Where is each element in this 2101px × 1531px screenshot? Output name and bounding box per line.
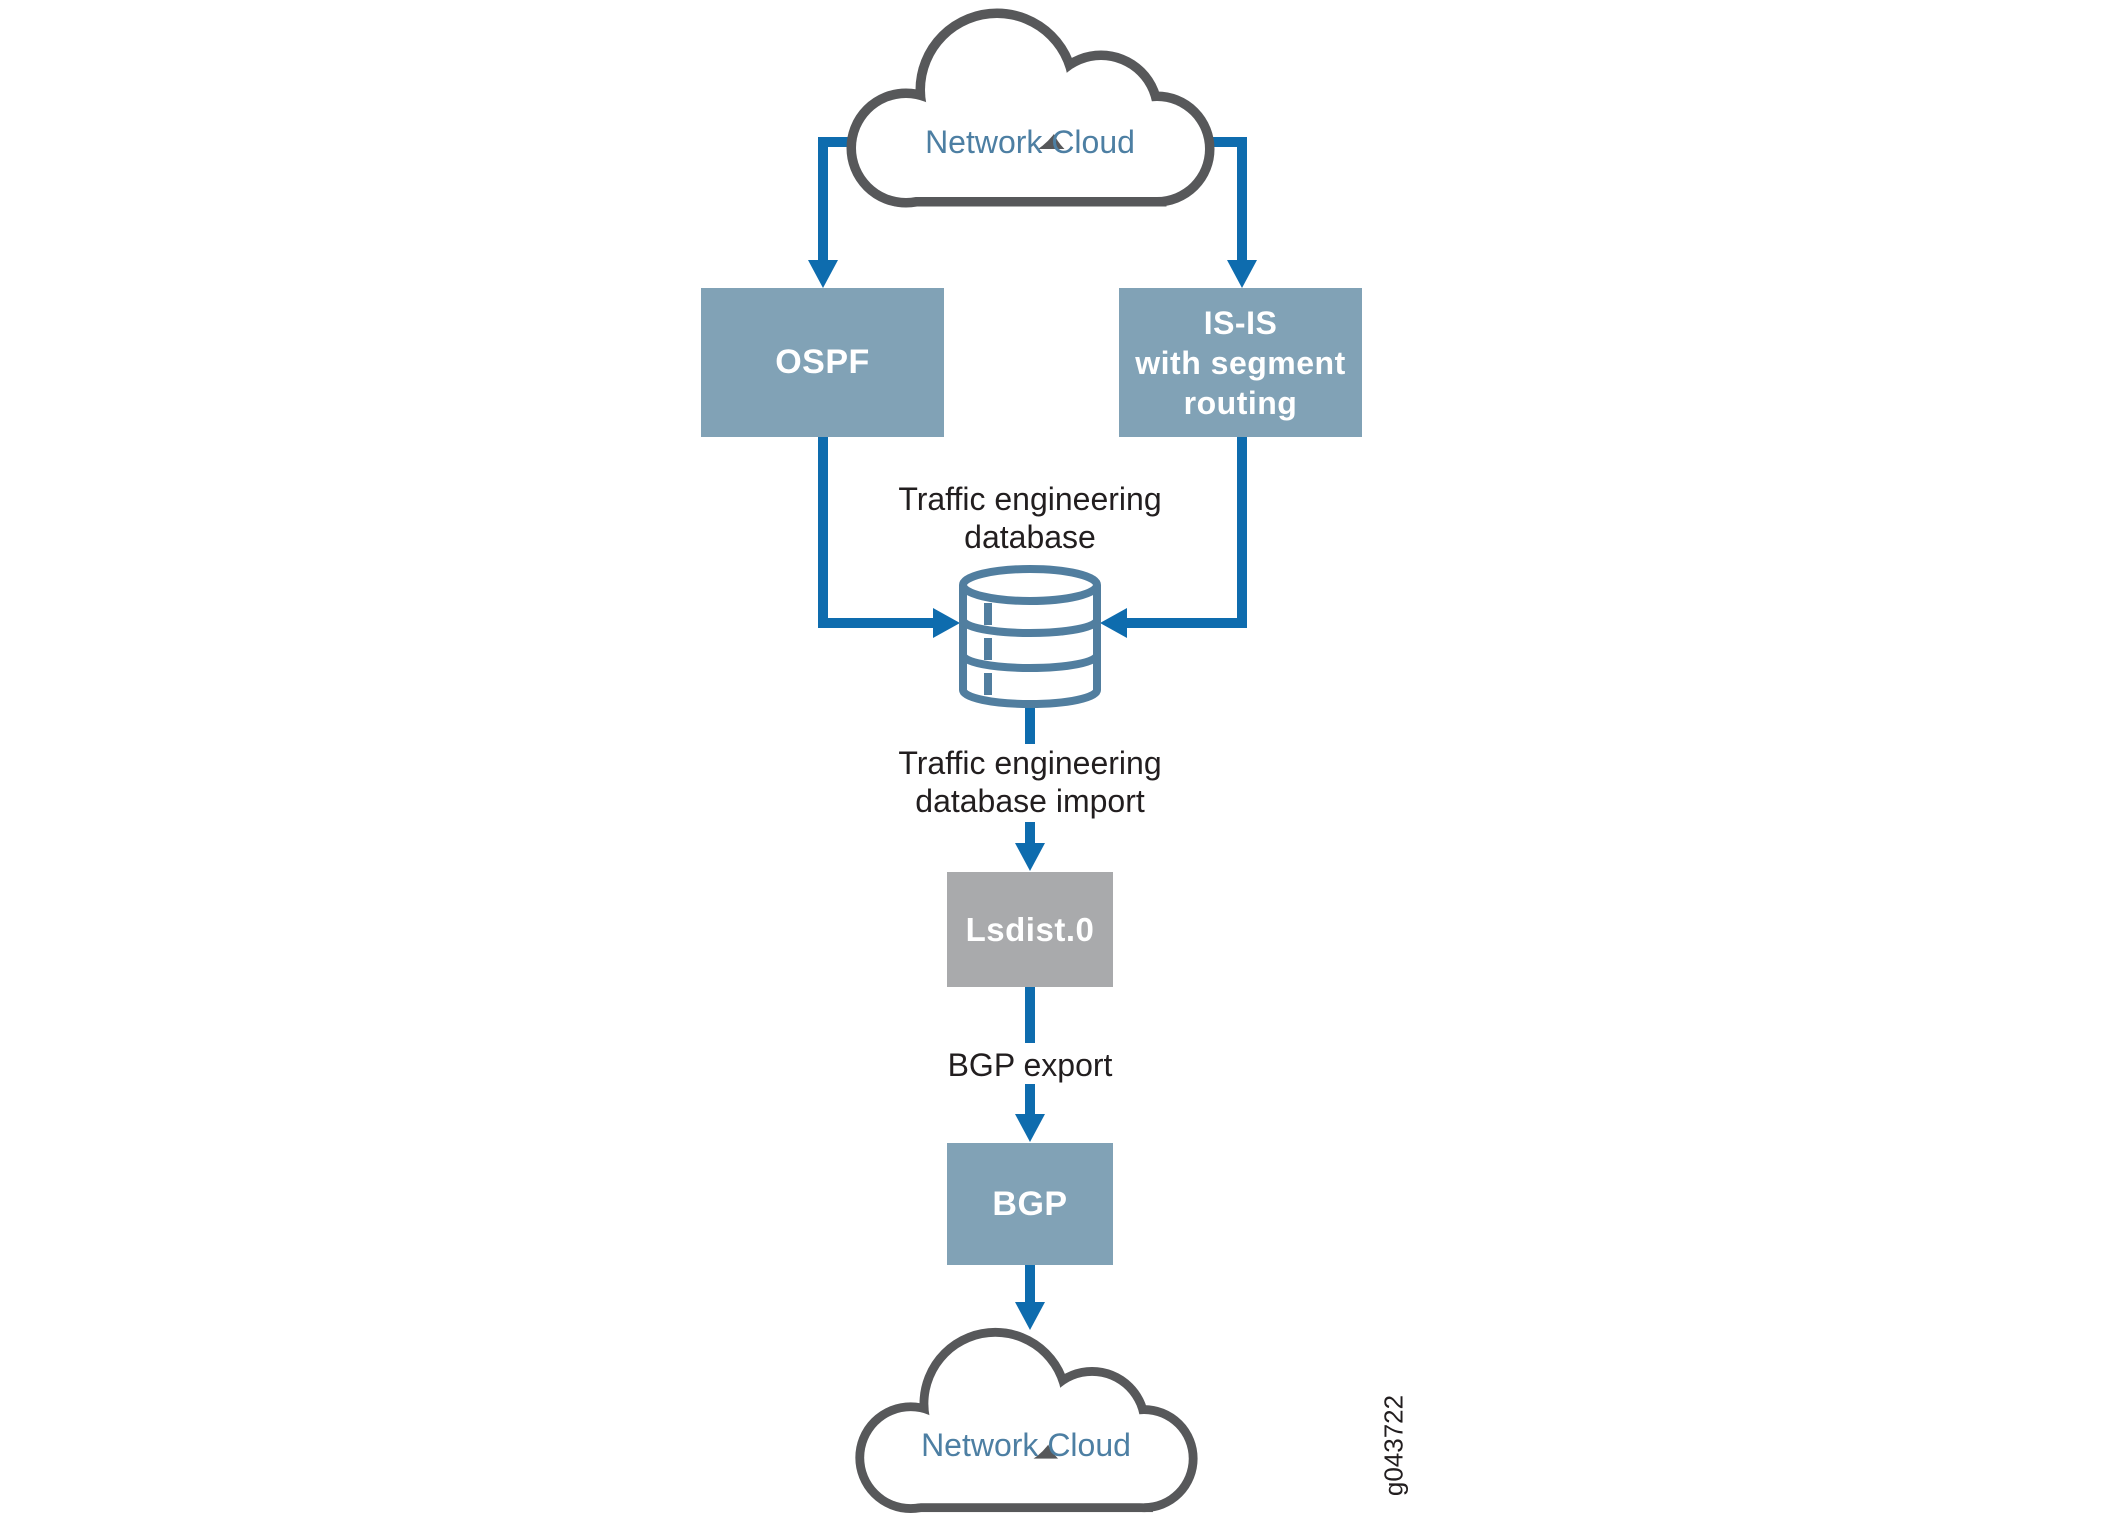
connector-ospf-to-database bbox=[818, 437, 936, 628]
arrowhead-into-bgp bbox=[1015, 1114, 1045, 1142]
arrowhead-into-isis bbox=[1227, 260, 1257, 288]
node-ospf: OSPF bbox=[701, 288, 944, 437]
bgp-export-label: BGP export bbox=[947, 1047, 1113, 1083]
node-isis-label: IS-IS with segment routing bbox=[1135, 304, 1346, 421]
traffic-engineering-database-import-label: Traffic engineering database import bbox=[898, 745, 1162, 819]
node-ospf-label: OSPF bbox=[775, 343, 870, 381]
arrowhead-into-ospf bbox=[808, 260, 838, 288]
arrowhead-into-database-right bbox=[1100, 608, 1127, 638]
bottom-cloud-label: Network Cloud bbox=[921, 1427, 1131, 1463]
traffic-engineering-database-label: Traffic engineering database bbox=[898, 481, 1162, 555]
top-cloud-icon bbox=[856, 18, 1205, 198]
arrowhead-into-bottom-cloud bbox=[1015, 1302, 1045, 1330]
arrowhead-into-database-left bbox=[933, 608, 960, 638]
arrowhead-into-lsdist bbox=[1015, 843, 1045, 871]
node-lsdist0: Lsdist.0 bbox=[947, 872, 1113, 987]
arrowheads bbox=[808, 260, 1257, 1330]
top-cloud-label: Network Cloud bbox=[925, 124, 1135, 160]
node-bgp: BGP bbox=[947, 1143, 1113, 1265]
node-lsdist0-label: Lsdist.0 bbox=[965, 910, 1095, 948]
node-isis: IS-IS with segment routing bbox=[1119, 288, 1362, 437]
database-cylinder-icon bbox=[959, 565, 1101, 708]
figure-id: g043722 bbox=[1378, 1394, 1409, 1497]
node-bgp-label: BGP bbox=[992, 1184, 1068, 1223]
connector-isis-to-database bbox=[1124, 437, 1247, 628]
bottom-cloud-icon bbox=[864, 1337, 1189, 1504]
